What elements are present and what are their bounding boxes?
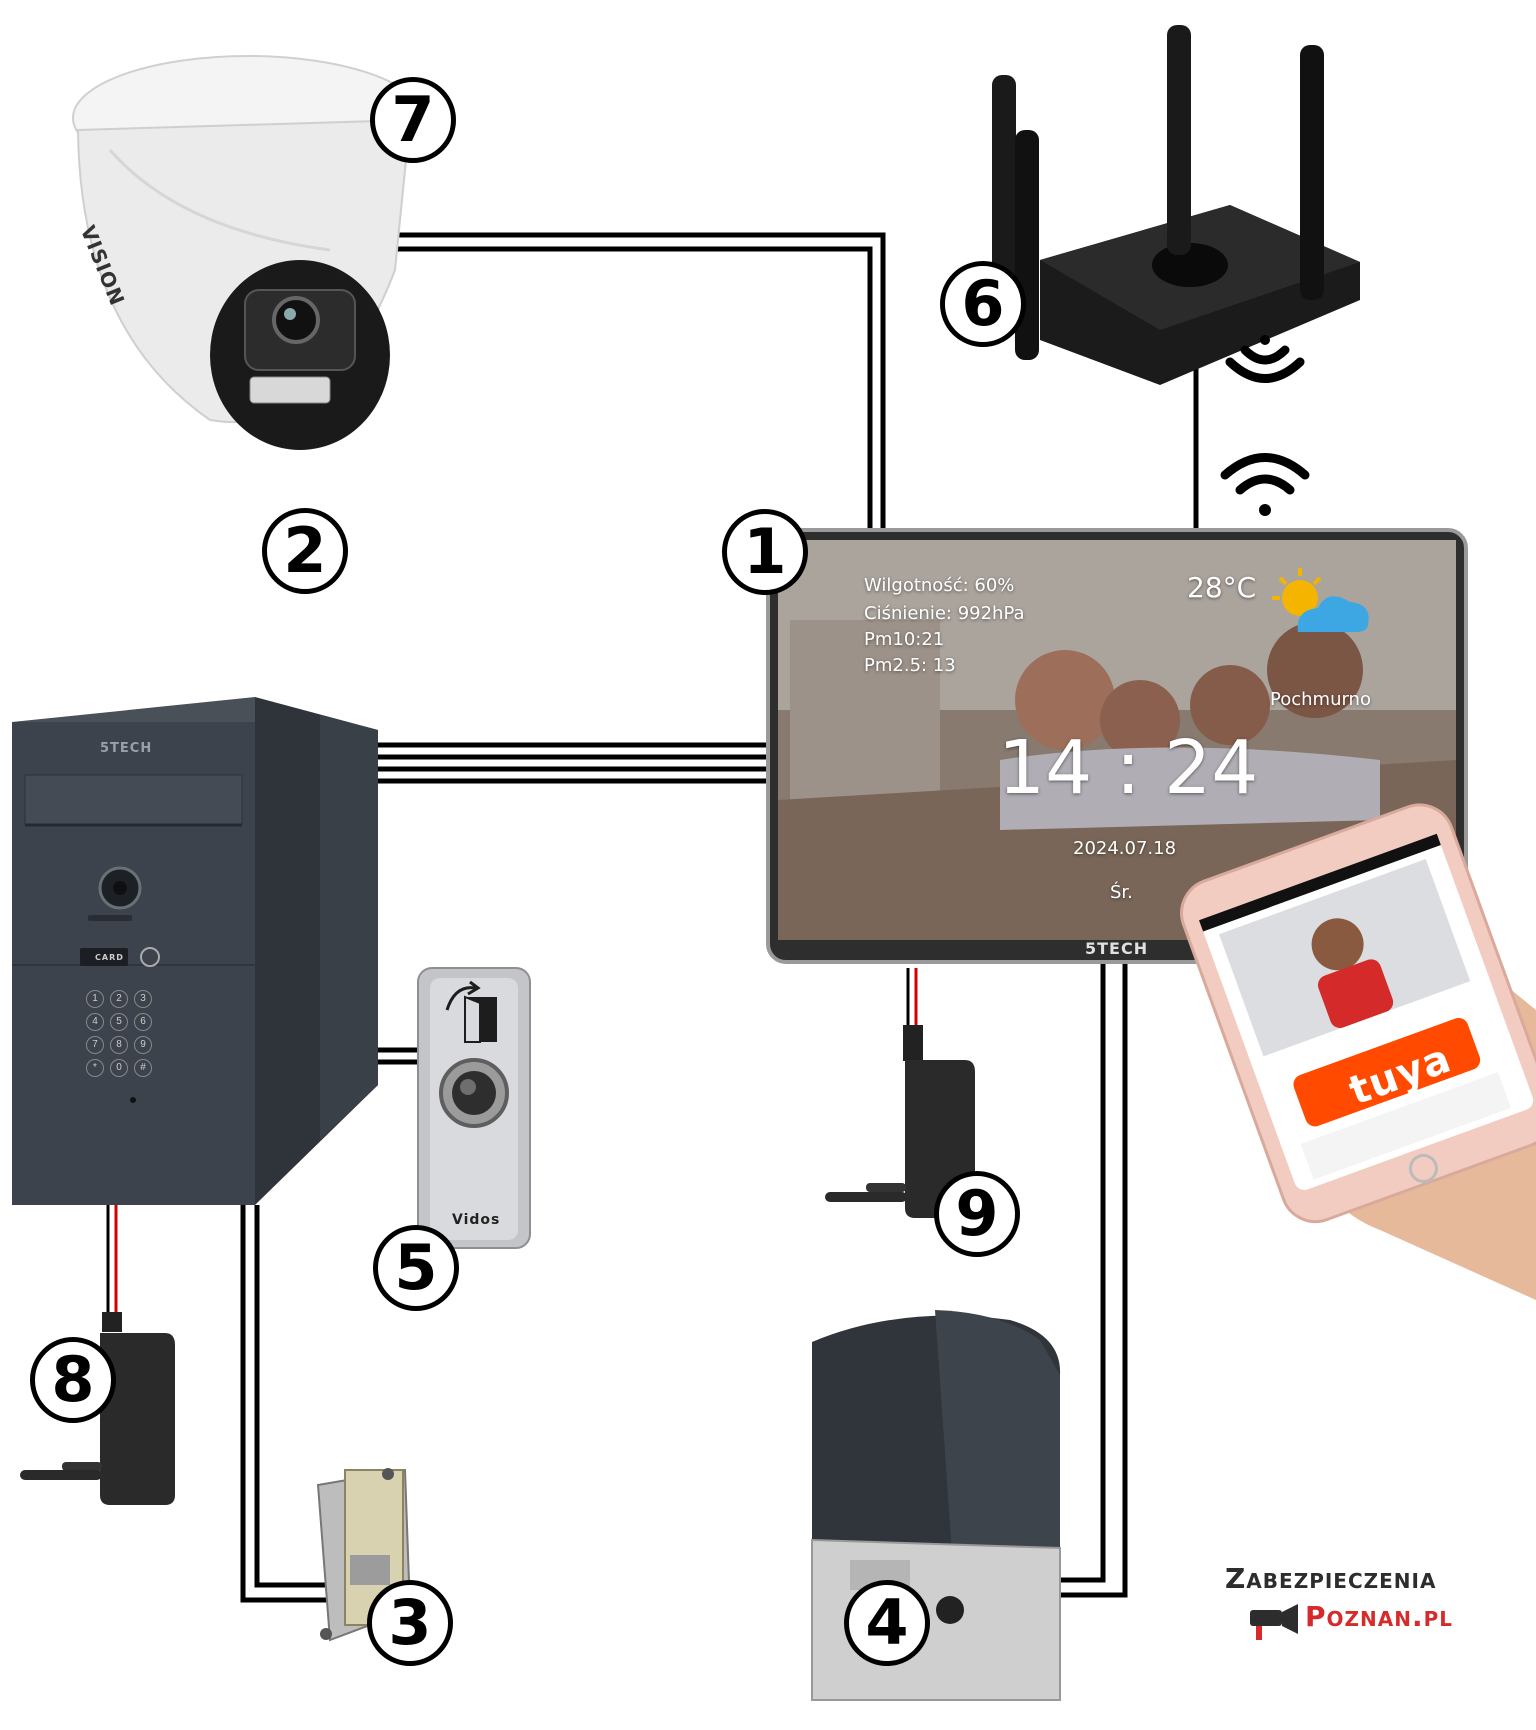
- pm10-label: Pm10:21: [864, 629, 945, 650]
- tuya-logo-box: [1293, 1017, 1481, 1127]
- pm25-label: Pm2.5: 13: [864, 655, 956, 676]
- logo-camera-icon: [1250, 1604, 1298, 1640]
- smartphone-with-app: [1180, 803, 1536, 1300]
- keypad-key: 2: [110, 990, 128, 1008]
- keypad-key: 3: [134, 990, 152, 1008]
- wire-station-lock: [240, 1205, 330, 1603]
- badge-7-camera: 7: [370, 77, 456, 163]
- humidity-label: Wilgotność: 60%: [864, 575, 1015, 596]
- camera-lens-icon: [272, 296, 320, 344]
- badge-3-lock: 3: [367, 1580, 453, 1666]
- wire-station-exitbutton: [378, 1047, 418, 1065]
- date-label: 2024.07.18: [1073, 838, 1177, 859]
- outdoor-station: [12, 697, 378, 1205]
- pressure-label: Ciśnienie: 992hPa: [864, 603, 1025, 624]
- badge-4-gate: 4: [844, 1580, 930, 1666]
- logo-line-2: Poznan.pl: [1305, 1600, 1454, 1633]
- badge-2-camera: 2: [262, 508, 348, 594]
- exit-button-brand: Vidos: [452, 1212, 501, 1228]
- wireless-signal-icon: [1225, 335, 1305, 383]
- keypad-key: 1: [86, 990, 104, 1008]
- keypad-key: #: [134, 1059, 152, 1077]
- station-keypad: 1 2 3 4 5 6 7 8 9 * 0 #: [86, 990, 156, 1077]
- dome-camera: [72, 55, 424, 450]
- keypad-key: 7: [86, 1036, 104, 1054]
- keypad-key: 4: [86, 1013, 104, 1031]
- wire-station-monitor: [378, 742, 768, 784]
- station-card-label: CARD: [95, 953, 124, 962]
- router: [992, 25, 1360, 385]
- logo-line-1: Zabezpieczenia: [1225, 1562, 1437, 1595]
- badge-9-psu: 9: [934, 1171, 1020, 1257]
- weekday-label: Śr.: [1110, 882, 1133, 903]
- wire-monitor-gate: [1060, 960, 1128, 1598]
- keypad-key: 0: [110, 1059, 128, 1077]
- wiring: [240, 232, 1199, 1603]
- badge-6-router: 6: [940, 261, 1026, 347]
- gate-motor: [811, 1310, 1061, 1701]
- microphone-hole: [130, 1097, 136, 1103]
- badge-8-psu: 8: [30, 1337, 116, 1423]
- keypad-key: *: [86, 1059, 104, 1077]
- keypad-key: 9: [134, 1036, 152, 1054]
- wire-camera-monitor: [395, 232, 886, 530]
- keypad-key: 6: [134, 1013, 152, 1031]
- bell-icon: [140, 947, 160, 967]
- badge-1-monitor: 1: [722, 509, 808, 595]
- keypad-key: 5: [110, 1013, 128, 1031]
- monitor-brand: 5TECH: [1085, 939, 1149, 958]
- keypad-key: 8: [110, 1036, 128, 1054]
- door-icon: [445, 980, 497, 1043]
- wifi-icon: [1220, 453, 1310, 516]
- station-brand: 5TECH: [100, 741, 153, 756]
- power-supply-station: [20, 1312, 175, 1505]
- clock-time: 14 : 24: [998, 725, 1259, 811]
- badge-5-exit-button: 5: [373, 1225, 459, 1311]
- partly-cloudy-icon: [1272, 568, 1369, 632]
- exit-button: [417, 967, 531, 1249]
- weather-condition-label: Pochmurno: [1270, 689, 1371, 710]
- temperature-label: 28°C: [1187, 571, 1257, 604]
